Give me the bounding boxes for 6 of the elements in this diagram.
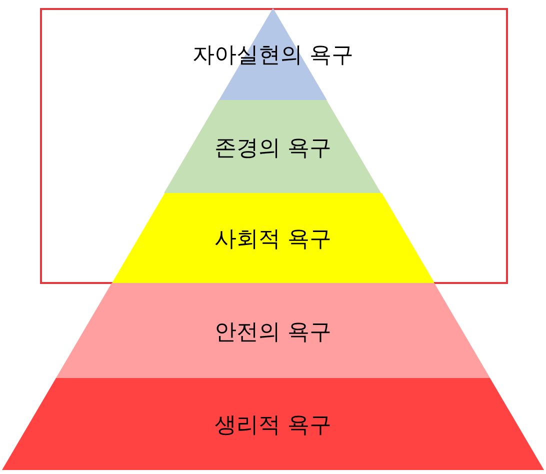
level-label: 사회적 욕구 — [214, 226, 332, 254]
level-label: 존경의 욕구 — [214, 134, 332, 162]
level-label: 자아실현의 욕구 — [192, 42, 354, 70]
level-label: 안전의 욕구 — [214, 318, 332, 346]
level-label: 생리적 욕구 — [214, 412, 332, 440]
highlight-frame — [40, 8, 508, 284]
